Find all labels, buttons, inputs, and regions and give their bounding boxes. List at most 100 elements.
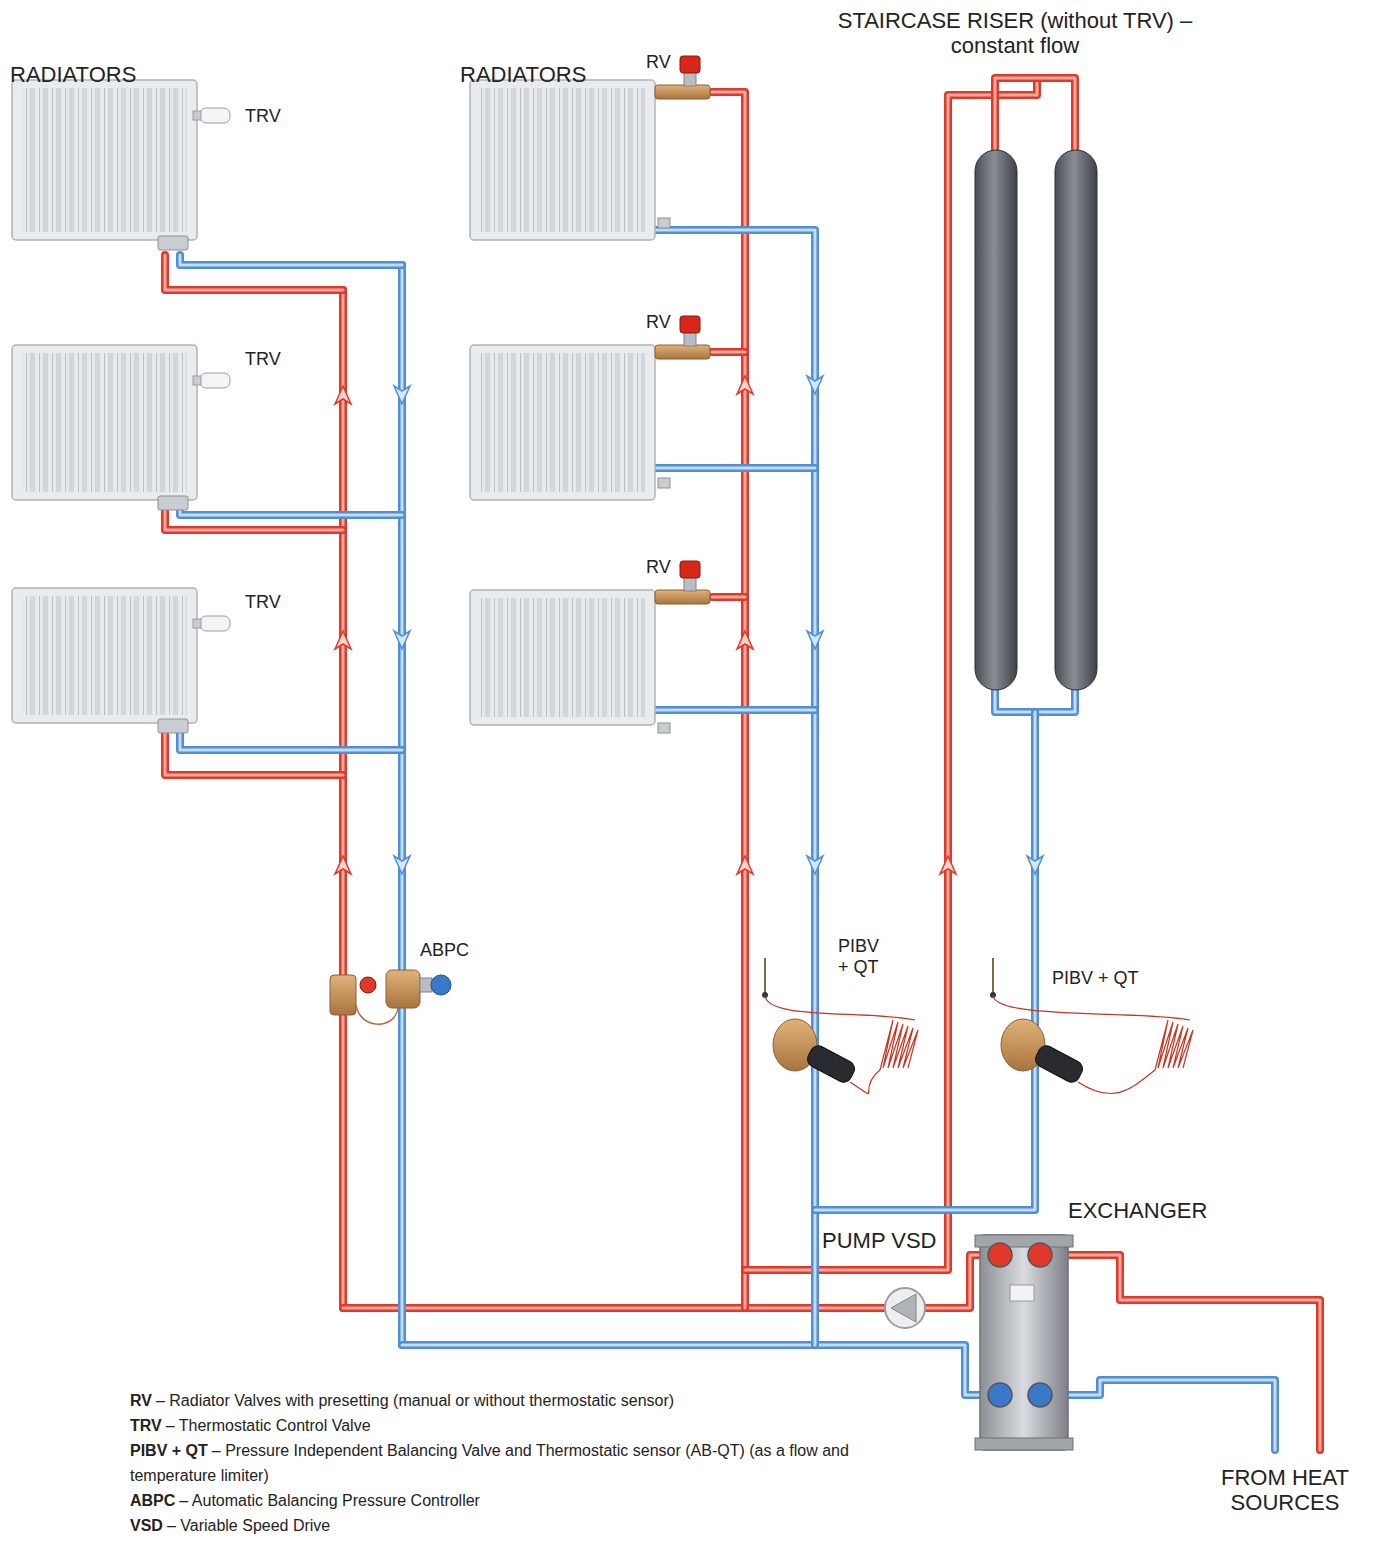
qt-sensor-stem (764, 958, 766, 995)
return-pipe (655, 230, 815, 1345)
rv-valve-cap (680, 316, 700, 333)
capillary-tube (1078, 1070, 1155, 1094)
legend-row: ABPC– Automatic Balancing Pressure Contr… (130, 1488, 860, 1513)
flow-arrow (394, 631, 410, 649)
capillary-tube (850, 1070, 880, 1094)
component-label: EXCHANGER (1068, 1198, 1207, 1223)
abpc-body (386, 970, 420, 1008)
component-label: RV (646, 557, 671, 578)
staircase-column (1055, 150, 1097, 690)
return-pipe-core (180, 725, 402, 750)
flow-arrow (394, 386, 410, 404)
component-label: ABPC (420, 940, 469, 961)
abpc-neck (420, 978, 432, 992)
component-label: TRV (245, 592, 281, 613)
bottom-valve (158, 496, 188, 510)
rv-valve-neck (684, 72, 696, 86)
legend-row: TRV– Thermostatic Control Valve (130, 1413, 860, 1438)
qt-sensor-stem (992, 958, 994, 995)
legend-description: – Radiator Valves with presetting (manua… (156, 1392, 674, 1409)
return-pipe (180, 255, 402, 265)
flow-arrow (807, 376, 823, 394)
return-union (658, 218, 670, 228)
radiator-fins (22, 596, 187, 715)
radiator-fins (480, 598, 645, 717)
component-label: PUMP VSD (822, 1228, 937, 1253)
component-label: FROM HEAT SOURCES (1195, 1465, 1375, 1516)
label-slot: EXCHANGER (1068, 1198, 1207, 1223)
legend-abbreviation: PIBV + QT (130, 1442, 208, 1459)
pump-symbol (885, 1288, 925, 1328)
supply-pipe-core (745, 78, 1037, 1270)
component-label: RADIATORS (10, 62, 136, 87)
legend: RV– Radiator Valves with presetting (man… (130, 1388, 860, 1538)
flow-arrow (335, 386, 351, 404)
supply-pipe (712, 348, 745, 356)
legend-row: VSD– Variable Speed Drive (130, 1513, 860, 1538)
return-pipe (815, 712, 1035, 1210)
supply-pipe (339, 290, 347, 1308)
label-slot: FROM HEAT SOURCES (1195, 1465, 1375, 1516)
abpc-knob (431, 975, 451, 995)
radiator (12, 588, 197, 723)
return-pipe-core (180, 500, 402, 515)
return-pipe-core (1040, 1380, 1275, 1450)
sensor-coil (1155, 1020, 1193, 1070)
return-pipe (1040, 1380, 1275, 1450)
bottom-valve (158, 719, 188, 733)
supply-pipe-core (1040, 1255, 1320, 1450)
flow-arrow (940, 856, 956, 874)
radiator (12, 80, 197, 240)
legend-description: – Pressure Independent Balancing Valve a… (130, 1442, 849, 1484)
radiator-fins (22, 88, 187, 232)
flow-arrow (394, 856, 410, 874)
flow-arrow (807, 856, 823, 874)
label-slot: RADIATORS (10, 62, 136, 87)
legend-abbreviation: RV (130, 1392, 152, 1409)
supply-pipe (712, 92, 745, 1308)
radiator (12, 345, 197, 500)
rv-valve-body (655, 85, 710, 99)
return-pipe-core (815, 712, 1035, 1210)
legend-abbreviation: VSD (130, 1517, 163, 1534)
return-pipe-core (402, 1345, 990, 1395)
label-slot: PUMP VSD (822, 1228, 937, 1253)
supply-pipe-core (165, 255, 343, 290)
partner-valve (330, 975, 356, 1015)
legend-description: – Automatic Balancing Pressure Controlle… (179, 1492, 480, 1509)
capillary-tube (993, 995, 1190, 1020)
label-slot: RV (646, 312, 671, 333)
label-slot: PIBV + QT (1052, 968, 1139, 989)
legend-description: – Thermostatic Control Valve (166, 1417, 371, 1434)
legend-abbreviation: ABPC (130, 1492, 175, 1509)
return-pipe (655, 706, 815, 714)
return-pipe-core (655, 467, 815, 470)
exchanger-port (1028, 1383, 1052, 1407)
sensor-coil (880, 1020, 918, 1070)
legend-row: PIBV + QT– Pressure Independent Balancin… (130, 1438, 860, 1488)
return-pipe (180, 500, 402, 515)
partner-valve-knob (360, 977, 376, 993)
label-slot: STAIRCASE RISER (without TRV) – constant… (800, 8, 1230, 59)
label-slot: TRV (245, 106, 281, 127)
rv-valve-cap (680, 561, 700, 578)
nameplate (1010, 1285, 1034, 1301)
label-slot: RADIATORS (460, 62, 586, 87)
supply-pipe (1040, 1255, 1320, 1450)
label-slot: ABPC (420, 940, 469, 961)
qt-actuator (805, 1043, 858, 1085)
supply-pipe-core (342, 290, 345, 1308)
return-union (658, 723, 670, 733)
return-union (658, 478, 670, 488)
flow-arrow (737, 376, 753, 394)
supply-pipe (165, 255, 343, 290)
exchanger-port (988, 1243, 1012, 1267)
legend-description: – Variable Speed Drive (167, 1517, 330, 1534)
component-label: RV (646, 312, 671, 333)
label-slot: RV (646, 52, 671, 73)
radiator-fins (480, 353, 645, 492)
component-label: TRV (245, 106, 281, 127)
return-pipe (398, 265, 406, 1345)
label-slot: TRV (245, 592, 281, 613)
component-label: PIBV + QT (1052, 968, 1139, 989)
